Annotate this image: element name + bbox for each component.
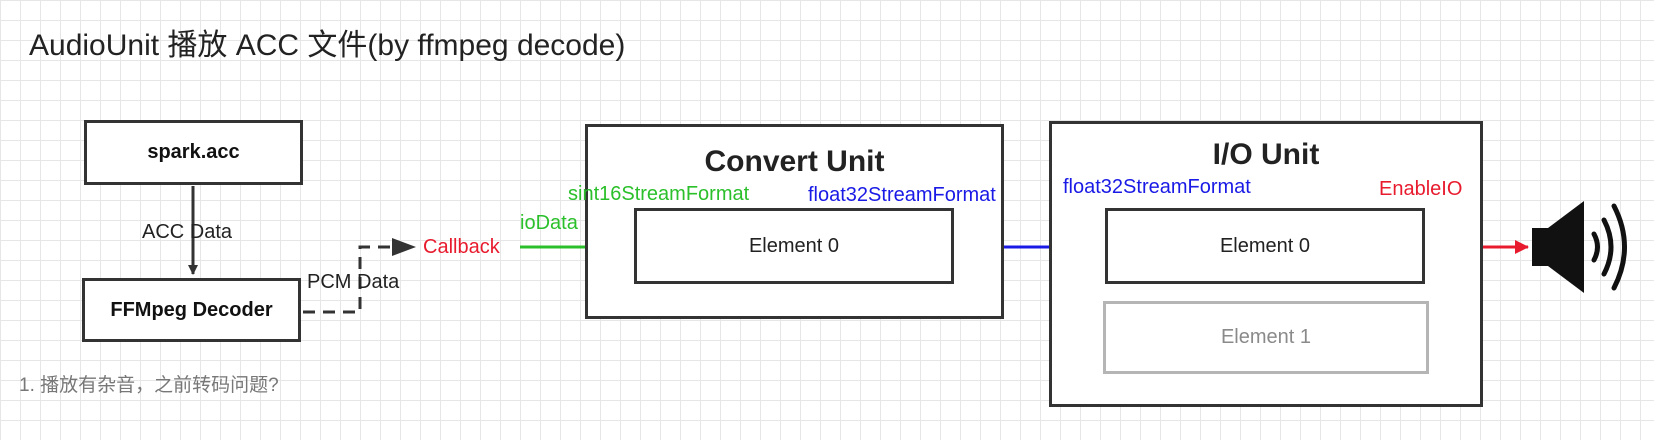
label-pcm-data: PCM Data: [307, 271, 400, 293]
label-enableio: EnableIO: [1379, 178, 1463, 200]
edge-pcm-data: [303, 245, 414, 314]
io-element-1: Element 1: [1103, 301, 1429, 374]
node-spark-acc-label: spark.acc: [147, 141, 240, 163]
label-acc-data: ACC Data: [142, 221, 233, 243]
io-element-0-label: Element 0: [1219, 234, 1311, 257]
io-element-1-label: Element 1: [1220, 326, 1312, 348]
edge-pcm-arrowhead: [392, 238, 416, 256]
convert-element-0: Element 0: [634, 208, 954, 284]
node-spark-acc: spark.acc: [84, 120, 303, 185]
node-ffmpeg-decoder-label: FFMpeg Decoder: [110, 298, 273, 321]
label-float32-convert: float32StreamFormat: [808, 184, 996, 206]
speaker-icon: [1532, 201, 1627, 293]
speaker-wave-2: [1601, 217, 1614, 277]
label-callback: Callback: [423, 236, 500, 258]
label-sint16-stream-format: sint16StreamFormat: [568, 183, 750, 205]
page-title: AudioUnit 播放 ACC 文件(by ffmpeg decode): [29, 29, 626, 62]
label-float32-io: float32StreamFormat: [1063, 176, 1251, 198]
note-text: 1. 播放有杂音，之前转码问题?: [19, 375, 279, 396]
speaker-body: [1532, 201, 1584, 293]
speaker-wave-3: [1611, 203, 1627, 291]
convert-unit-title: Convert Unit: [704, 145, 885, 178]
io-unit-title: I/O Unit: [1212, 138, 1320, 171]
node-ffmpeg-decoder: FFMpeg Decoder: [82, 278, 301, 342]
speaker-wave-1: [1591, 231, 1600, 263]
convert-element-0-label: Element 0: [748, 234, 840, 257]
io-element-0: Element 0: [1105, 208, 1425, 284]
label-iodata: ioData: [520, 212, 578, 234]
